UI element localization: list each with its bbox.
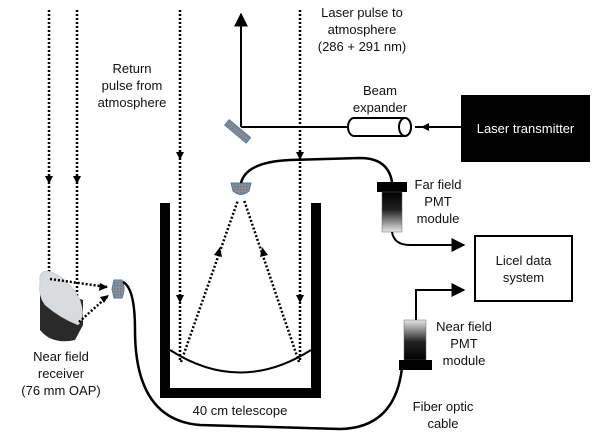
near-field-pmt (399, 319, 432, 370)
arrowhead-down (176, 152, 184, 160)
telescope-wall-right (311, 203, 321, 398)
reflected-arrowheads (214, 247, 268, 257)
telescope-base (160, 388, 321, 398)
laser-transmitter-box: Laser transmitter (461, 95, 590, 162)
beam-expander (347, 117, 412, 137)
arrowhead-left (421, 123, 429, 131)
far-field-pmt (377, 182, 407, 233)
near-field-pmt-to-licel (415, 283, 466, 320)
telescope-reflected-rays (179, 199, 301, 363)
arrowhead-down (73, 176, 81, 184)
licel-data-system-box: Licel data system (474, 235, 573, 302)
fiber-optic-cable (122, 280, 404, 431)
licel-label-line2: system (502, 269, 545, 285)
licel-label-line1: Licel data (495, 252, 552, 268)
label-telescope: 40 cm telescope (192, 403, 288, 418)
arrowhead-right (100, 295, 109, 303)
far-field-fiber (239, 156, 394, 184)
far-field-pmt-to-licel (391, 231, 466, 252)
return-pulse-arrowheads (45, 152, 304, 303)
near-field-receiver-oap (39, 270, 83, 342)
label-near-field-receiver: Near field receiver (76 mm OAP) (21, 349, 101, 398)
arrowhead-right (99, 283, 108, 291)
far-field-fiber-coupler (230, 182, 252, 195)
arrowhead-up (214, 247, 222, 257)
telescope (160, 203, 321, 398)
arrowhead-up (260, 247, 268, 257)
label-far-field-pmt: Far field PMT module (414, 177, 462, 226)
primary-mirror (169, 349, 312, 374)
arrowhead-down (296, 152, 304, 160)
steering-mirror (223, 118, 252, 144)
label-fiber-optic: Fiber optic cable (412, 399, 474, 431)
label-return-pulse: Return pulse from atmosphere (97, 61, 167, 110)
near-field-fiber-coupler (111, 279, 125, 299)
arrowhead-down (296, 295, 304, 303)
arrowhead-down (45, 176, 53, 184)
laser-transmitter-label: Laser transmitter (476, 121, 575, 136)
return-pulse-rays (47, 10, 302, 360)
label-beam-expander: Beam expander (352, 83, 408, 115)
label-laser-pulse: Laser pulse to atmosphere (286 + 291 nm) (317, 5, 407, 54)
arrowhead-down (176, 295, 184, 303)
label-near-field-pmt: Near field PMT module (436, 319, 492, 368)
telescope-wall-left (160, 203, 170, 398)
